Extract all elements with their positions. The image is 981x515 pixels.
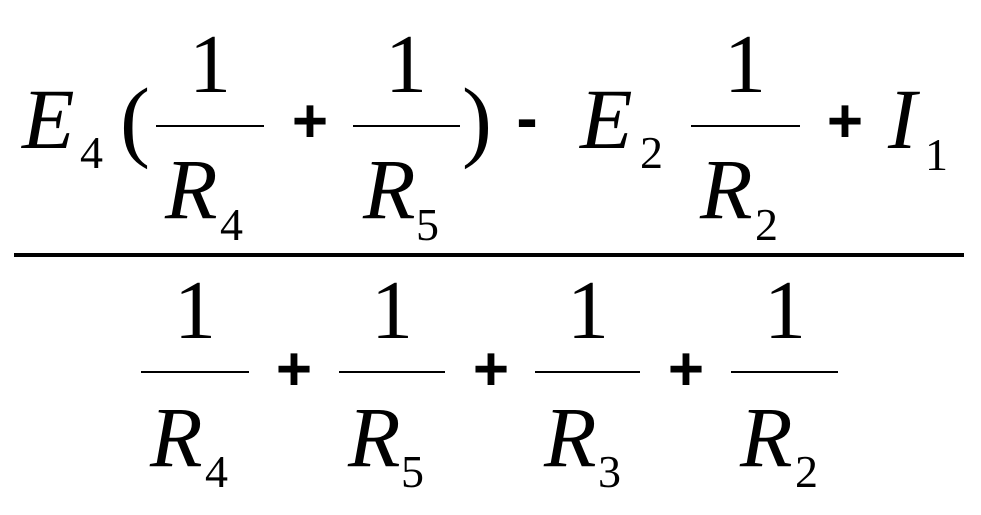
den-frac3-numerator: 1 bbox=[567, 264, 609, 357]
num-frac3-numerator: 1 bbox=[724, 18, 766, 111]
den-frac1-numerator: 1 bbox=[174, 264, 216, 357]
left-paren: ( bbox=[120, 71, 150, 170]
denominator: 1 R 4 + 1 R 5 + 1 R 3 + 1 R 2 bbox=[141, 264, 838, 497]
den-frac2-den-sub: 5 bbox=[401, 446, 424, 497]
den-frac4-den-sub: 2 bbox=[795, 446, 818, 497]
den-frac4-denominator: R bbox=[739, 389, 793, 485]
var-I1: I bbox=[887, 71, 920, 167]
den-frac3-denominator: R bbox=[543, 389, 597, 485]
var-E2: E bbox=[578, 71, 633, 167]
den-plus-1: + bbox=[276, 335, 312, 404]
den-frac2-numerator: 1 bbox=[371, 264, 413, 357]
den-frac2-denominator: R bbox=[347, 389, 401, 485]
den-plus-2: + bbox=[473, 335, 509, 404]
den-frac1-den-sub: 4 bbox=[205, 446, 228, 497]
num-frac1-den-sub: 4 bbox=[220, 199, 243, 250]
num-frac2-denominator: R bbox=[362, 141, 416, 237]
num-frac3-den-sub: 2 bbox=[755, 199, 778, 250]
num-frac2-numerator: 1 bbox=[385, 18, 427, 111]
den-plus-3: + bbox=[668, 335, 704, 404]
num-frac2-den-sub: 5 bbox=[416, 199, 439, 250]
var-E4: E bbox=[20, 71, 75, 167]
den-frac3-den-sub: 3 bbox=[598, 446, 621, 497]
num-minus: - bbox=[516, 82, 537, 154]
right-paren: ) bbox=[462, 71, 492, 170]
num-frac1-numerator: 1 bbox=[189, 18, 231, 111]
num-frac1-denominator: R bbox=[164, 141, 218, 237]
sub-I1: 1 bbox=[925, 129, 948, 180]
den-frac4-numerator: 1 bbox=[764, 264, 806, 357]
num-frac3-denominator: R bbox=[699, 141, 753, 237]
den-frac1-denominator: R bbox=[149, 389, 203, 485]
sub-E2: 2 bbox=[640, 127, 663, 178]
num-plus-2: + bbox=[827, 87, 863, 156]
numerator: E 4 ( 1 R 4 + 1 R 5 ) - E 2 1 R 2 + I 1 bbox=[20, 18, 948, 250]
num-plus-1: + bbox=[292, 87, 328, 156]
sub-E4: 4 bbox=[80, 127, 103, 178]
